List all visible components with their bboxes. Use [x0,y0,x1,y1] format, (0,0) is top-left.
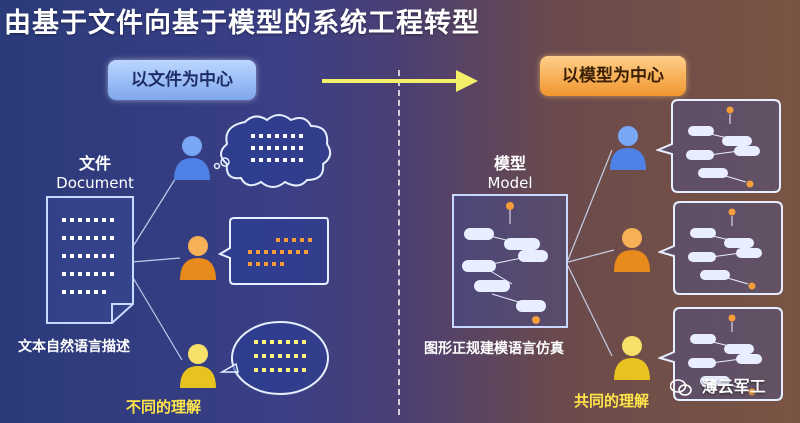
person-icon [174,136,210,180]
document-centric-badge: 以文件为中心 [108,60,256,100]
model-title-zh: 模型 [493,154,526,173]
model-result-caption: 共同的理解 [574,392,650,410]
thought-cloud-icon [213,114,332,188]
thought-bubble-icon [219,321,329,395]
watermark-text: 薄云军工 [701,377,766,396]
model-flowchart-icon [452,194,568,328]
right-arrow-icon [322,70,478,92]
person-icon [180,236,216,280]
model-title-en: Model [487,174,533,192]
section-divider [398,70,400,415]
speech-bubble-icon [658,201,783,295]
speech-bubble-icon [218,217,329,285]
model-centric-badge: 以模型为中心 [540,56,686,96]
person-icon [614,228,650,272]
model-heading: 模型 Model [460,150,560,192]
speech-bubble-icon [658,307,783,401]
model-caption: 图形正规建模语言仿真 [424,341,564,357]
document-page-icon [46,196,134,324]
document-title-en: Document [56,174,134,192]
document-result-caption: 不同的理解 [126,398,202,416]
person-icon [614,336,650,380]
person-icon [610,126,646,170]
watermark: 薄云军工 [670,372,766,402]
speech-bubble-icon [656,99,781,193]
document-caption: 文本自然语言描述 [18,339,130,355]
person-icon [180,344,216,388]
page-title: 由基于文件向基于模型的系统工程转型 [4,8,480,39]
wechat-icon [670,378,692,396]
document-title-zh: 文件 [78,154,111,173]
document-heading: 文件 Document [40,150,150,192]
